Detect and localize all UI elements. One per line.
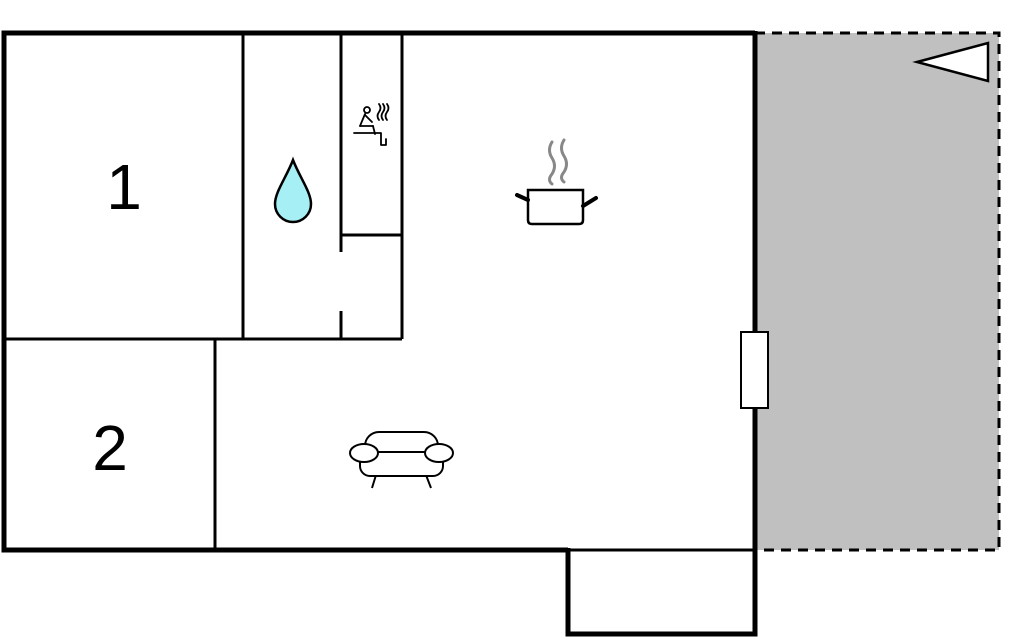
- triangle-marker-icon: [912, 41, 990, 83]
- sofa-icon: [349, 431, 454, 489]
- water-drop-icon: [273, 156, 313, 224]
- sauna-icon: [353, 103, 390, 146]
- exterior-walls: [1, 30, 758, 637]
- bedroom-2-label: 2: [92, 412, 128, 484]
- terrace-door: [740, 331, 769, 409]
- cooking-pot-icon: [515, 138, 598, 226]
- interior-walls: [4, 33, 755, 552]
- terrace: [755, 31, 1001, 552]
- bedroom-1-label: 1: [106, 151, 142, 223]
